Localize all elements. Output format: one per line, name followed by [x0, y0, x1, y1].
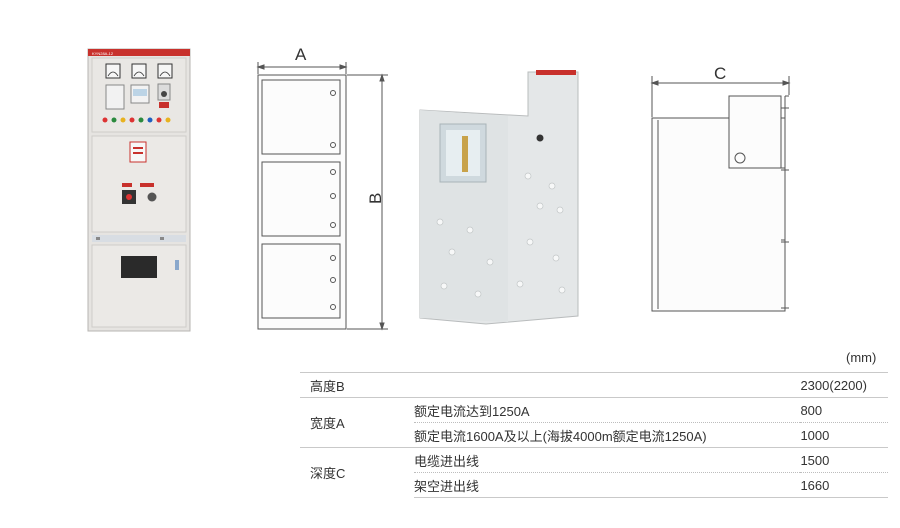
dimension-b-label: B [366, 193, 385, 204]
dimension-c-label: C [714, 64, 726, 83]
figures-svg: KYN28A-12 [87, 45, 791, 332]
depth-name: 深度C [300, 447, 414, 498]
depth-value-2: 1660 [800, 472, 888, 498]
width-value-2: 1000 [800, 422, 888, 448]
table-row: 深度C 电缆进出线 1500 [300, 447, 888, 498]
table-row: 架空进出线 1660 [300, 472, 888, 498]
unit-label: (mm) [846, 350, 877, 365]
cabinet-side-photo [419, 70, 579, 325]
depth-condition-1: 电缆进出线 [414, 447, 801, 473]
cabinet-photo: KYN28A-12 [87, 48, 191, 332]
cabinet-nameplate: KYN28A-12 [92, 51, 114, 56]
side-elevation-drawing [650, 76, 791, 312]
table-row: 高度B 2300(2200) [300, 372, 888, 398]
front-elevation-drawing [256, 62, 388, 331]
width-value-1: 800 [800, 397, 888, 423]
width-condition-1: 额定电流达到1250A [414, 397, 801, 423]
figures-area: KYN28A-12 [87, 45, 791, 332]
dimension-a-label: A [295, 45, 307, 64]
table-row: 额定电流1600A及以上(海拔4000m额定电流1250A) 1000 [300, 422, 888, 448]
table-row: 宽度A 额定电流达到1250A 800 [300, 397, 888, 448]
depth-condition-2: 架空进出线 [414, 472, 801, 498]
width-name: 宽度A [300, 397, 414, 448]
height-name: 高度B [300, 372, 414, 398]
dimension-spec-table: 高度B 2300(2200) 宽度A 额定电流达到1250A 800 额定电流1… [300, 372, 888, 498]
depth-value-1: 1500 [800, 447, 888, 473]
height-value: 2300(2200) [800, 372, 888, 398]
width-condition-2: 额定电流1600A及以上(海拔4000m额定电流1250A) [414, 422, 801, 448]
indicator-lights [102, 117, 171, 123]
